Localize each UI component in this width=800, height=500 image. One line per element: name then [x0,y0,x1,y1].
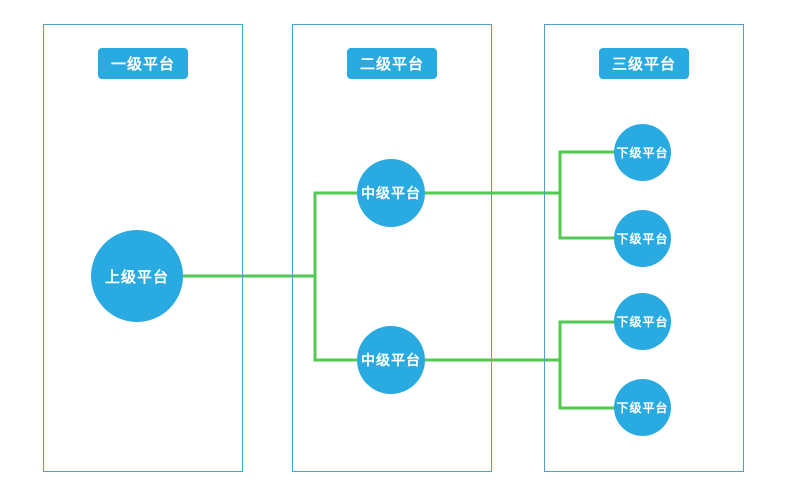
column-header-level-1: 一级平台 [98,48,188,79]
node-subordinate-platform-3: 下级平台 [614,293,671,350]
node-subordinate-platform-4: 下级平台 [614,379,671,436]
node-middle-platform-1: 中级平台 [357,159,425,227]
column-level-2: 二级平台 [292,24,492,472]
node-subordinate-platform-1: 下级平台 [614,124,671,181]
connector-level3-bottom-bracket [558,320,615,410]
node-superior-platform: 上级平台 [91,230,183,322]
connector-level3-top-bracket [558,150,615,240]
node-middle-platform-2: 中级平台 [357,326,425,394]
connector-level2-bracket [313,191,357,362]
node-subordinate-platform-2: 下级平台 [614,210,671,267]
column-level-3: 三级平台 [544,24,744,472]
column-level-1: 一级平台 [43,24,243,472]
column-header-level-3: 三级平台 [599,48,689,79]
column-header-level-2: 二级平台 [347,48,437,79]
